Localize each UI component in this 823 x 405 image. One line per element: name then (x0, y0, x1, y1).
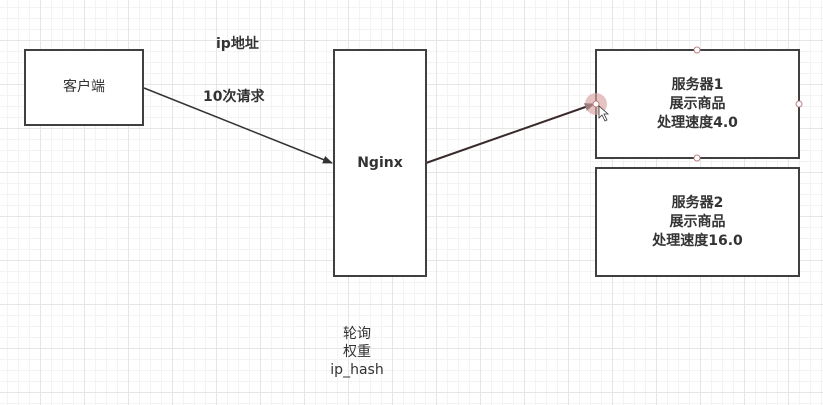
server-2-node[interactable]: 服务器2 展示商品 处理速度16.0 (595, 167, 800, 277)
strategy-ip-hash: ip_hash (330, 362, 384, 378)
server-2-name: 服务器2 (671, 194, 724, 211)
client-label: 客户端 (63, 79, 105, 95)
nginx-label: Nginx (357, 154, 403, 171)
server-2-role: 展示商品 (669, 213, 726, 230)
strategy-round-robin: 轮询 (343, 326, 371, 342)
strategy-list: 轮询 权重 ip_hash (312, 325, 402, 379)
request-count-label: 10次请求 (203, 89, 265, 105)
client-node[interactable]: 客户端 (24, 49, 144, 126)
ip-address-label: ip地址 (216, 36, 259, 52)
strategy-weight: 权重 (343, 344, 371, 360)
server-2-speed: 处理速度16.0 (652, 232, 743, 249)
nginx-node[interactable]: Nginx (333, 49, 427, 277)
server-1-speed: 处理速度4.0 (657, 114, 738, 131)
edge-nginx-to-server1[interactable] (425, 103, 595, 164)
server-1-role: 展示商品 (669, 95, 726, 112)
server-1-node[interactable]: 服务器1 展示商品 处理速度4.0 (595, 49, 800, 159)
server-1-name: 服务器1 (671, 76, 724, 93)
